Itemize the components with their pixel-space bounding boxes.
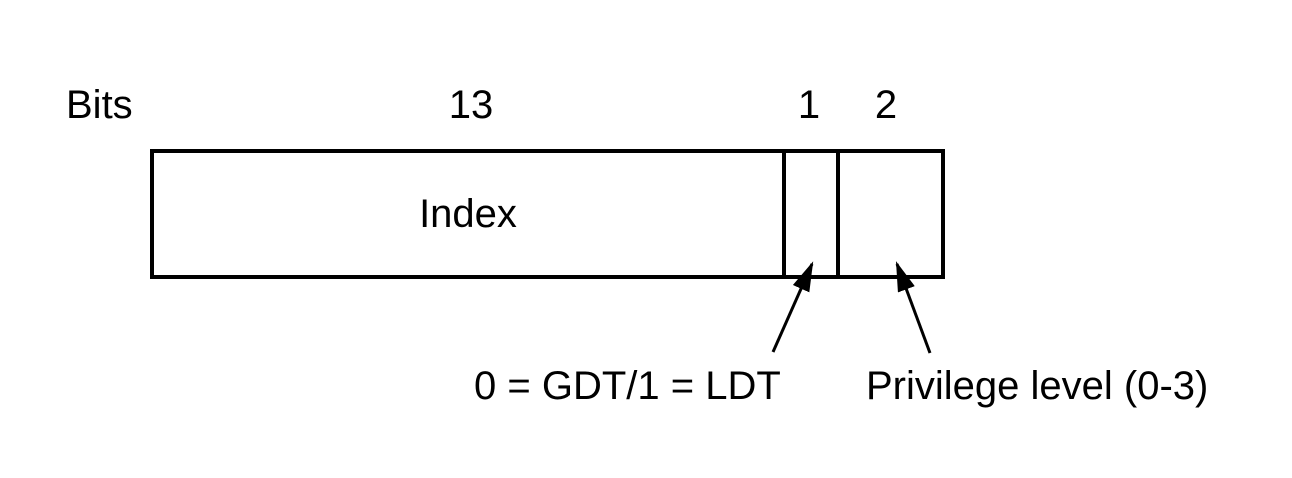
privilege-level-annotation: Privilege level (0-3): [866, 364, 1209, 408]
table-indicator-annotation: 0 = GDT/1 = LDT: [474, 364, 781, 408]
bit-count-table-indicator: 1: [797, 83, 821, 127]
field-divider-2: [836, 153, 840, 275]
bits-header-label: Bits: [66, 83, 133, 127]
bit-count-privilege-level: 2: [874, 83, 898, 127]
annotation-arrows: [771, 261, 932, 354]
field-divider-1: [782, 153, 786, 275]
arrow-to-privilege-level-bits: [895, 261, 932, 354]
field-index: Index: [154, 153, 782, 275]
selector-register-box: Index: [150, 149, 945, 279]
arrow-to-table-indicator-bit: [771, 261, 814, 353]
field-index-label: Index: [419, 192, 517, 236]
bit-count-index: 13: [448, 83, 494, 127]
